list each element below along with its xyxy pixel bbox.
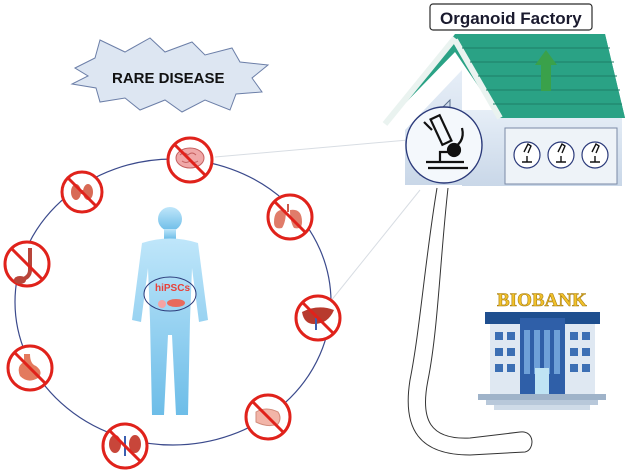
hipsc-oval [143,276,197,312]
biobank: BIOBANK [478,290,606,410]
esophagus-icon [14,248,32,284]
hipsc-label: hiPSCs [155,283,190,294]
organ-esophagus [3,240,51,288]
human-body-icon: hiPSCs [132,207,208,415]
rare-disease-badge: RARE DISEASE [70,37,270,113]
organ-thyroid [60,170,104,214]
biobank-label: BIOBANK [497,290,587,311]
organ-kidneys [101,422,149,470]
organ-liver [294,294,342,342]
organ-brain [166,136,214,184]
window-microscope-1 [513,141,541,169]
organoid-factory: Organoid Factory [382,3,625,186]
factory-title-box [429,3,593,31]
window-microscope-2 [547,141,575,169]
bank-building-icon [478,312,606,410]
factory-title: Organoid Factory [440,9,582,28]
organ-lungs [266,193,314,241]
window-microscope-3 [581,141,609,169]
growth-arrow-icon [535,50,557,91]
organ-pancreas [244,393,292,441]
rare-disease-label: RARE DISEASE [112,70,225,87]
microscope-icon [423,113,468,170]
organ-stomach [6,344,54,392]
connector-brain [214,139,409,158]
lungs-icon [274,204,302,229]
tube-connector [407,187,533,456]
connector-liver [321,189,421,313]
